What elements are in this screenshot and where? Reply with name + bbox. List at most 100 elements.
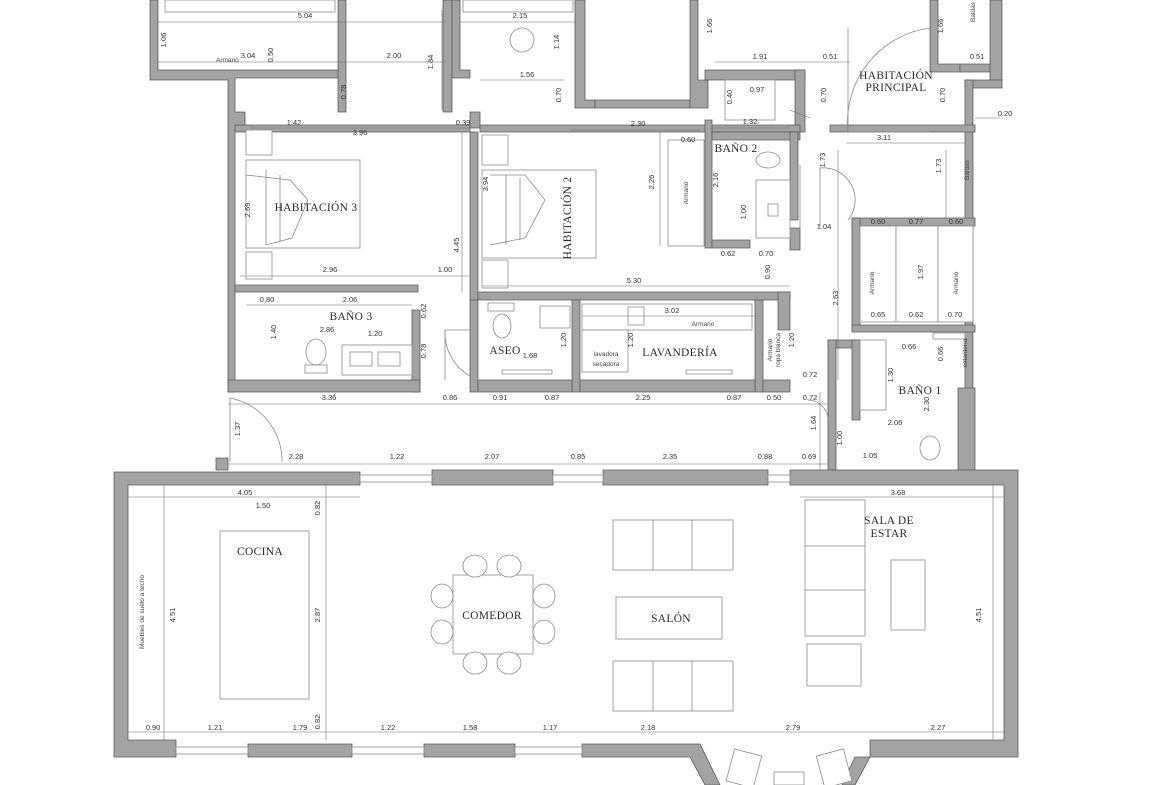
dim-label: 2.26 [647,175,656,190]
dim-label: 3.02 [665,306,680,315]
dim-label: 1.66 [705,19,714,34]
dim-label: 1.97 [916,265,925,280]
dim-label: 2.96 [323,265,338,274]
dim-label: 0.87 [727,393,742,402]
room-principal-label-1: HABITACIÓN [859,68,933,82]
dim-label: 1.20 [626,333,635,348]
estanteria-label: estantería [962,338,969,367]
room-labels: HABITACIÓN PRINCIPAL HABITACIÓN 2 HABITA… [237,68,941,625]
dim-label: 0.66 [936,347,945,362]
dim-label: 3.96 [353,128,368,137]
room-bano1-label: BAÑO 1 [898,383,941,397]
dim-label: 0.72 [803,393,818,402]
dim-label: 1.30 [886,368,895,383]
dim-label: 1.20 [368,329,383,338]
furniture [164,0,974,785]
room-hab2-label: HABITACIÓN 2 [560,177,574,260]
dim-label: 2.06 [888,418,903,427]
dim-label: 0.85 [571,452,586,461]
dim-label: 1.05 [863,451,878,460]
dim-label: 0.86 [443,393,458,402]
dim-label: 0.70 [819,88,828,103]
dim-label: 4.05 [238,488,253,497]
dim-label: 2.07 [485,452,500,461]
dim-label: 0.87 [545,393,560,402]
armario-label-lav: Armario [692,321,715,328]
dim-label: 1.64 [809,416,818,431]
dim-label: 2.63 [831,291,840,306]
muebles-label: Muebles de suelo a techo [139,575,146,649]
dim-label: 2.87 [313,608,322,623]
dim-label: 1.21 [208,723,223,732]
dim-label: 2.27 [931,723,946,732]
dim-label: 0.20 [998,109,1013,118]
armario-label-p2: Armario [953,271,960,294]
dim-label: 1.40 [269,325,278,340]
dim-label: 0.40 [725,90,734,105]
dim-label: 1.50 [256,501,271,510]
dim-label: 0.91 [493,393,508,402]
room-aseo-label: ASEO [489,345,520,357]
dim-label: 3.11 [877,133,891,142]
dim-label: 1.14 [552,35,561,50]
dim-label: 1.79 [293,723,308,732]
dim-label: 4.51 [974,608,983,623]
dim-label: 1.42 [287,118,302,127]
dim-label: 0.77 [909,217,924,226]
room-bano2-label: BAÑO 2 [714,141,757,155]
dim-label: 1.68 [523,351,538,360]
dim-label: 1.17 [543,723,558,732]
dim-label: 3.94 [481,177,490,192]
room-hab3-label: HABITACIÓN 3 [275,200,358,214]
lavadora-label-1: lavadora [594,351,619,358]
dim-label: 1.37 [233,422,242,437]
dim-label: 0.78 [339,85,348,100]
dim-label: 0.66 [902,342,917,351]
dim-label: 0.65 [871,310,886,319]
dim-label: 1.56 [520,70,535,79]
dim-label: 0.39 [456,118,471,127]
dim-label: 2.79 [786,723,801,732]
dim-label: 3.36 [322,393,337,402]
dim-label: 5.04 [298,11,313,20]
dim-label: 1.00 [835,431,844,446]
dim-label: 2.18 [641,723,656,732]
dim-label: 1.00 [438,265,453,274]
armario-ropa-label-2: ropa blanca [775,333,782,367]
walls [113,0,1019,785]
dim-label: 4.45 [452,238,461,253]
baldas-label: Baldas [964,159,971,180]
dim-label: 0.90 [763,265,772,280]
lavadora-label-2: secadora [593,361,620,368]
armario-ropa-label-1: Armario [767,338,774,361]
dim-label: 1.84 [426,55,435,70]
dim-label: 2.06 [343,295,358,304]
dim-label: 0.70 [759,249,774,258]
room-salon-label: SALÓN [651,611,691,625]
room-lavanderia-label: LAVANDERÍA [642,345,718,359]
armario-label-top: Armario [216,57,239,64]
dim-label: 0.62 [419,304,428,319]
dim-label: 1.22 [390,452,405,461]
dim-label: 0.70 [554,88,563,103]
dim-label: 1.04 [817,222,832,231]
dim-label: 1.66 [936,19,945,34]
dim-label: 0.60 [949,217,964,226]
dim-label: 1.32 [743,117,758,126]
dim-label: 1.00 [739,205,748,220]
baldas-label-top: Baldas [970,1,977,22]
dim-label: 2.25 [636,393,651,402]
dim-label: 0.82 [313,715,322,730]
room-comedor-label: COMEDOR [462,610,522,622]
dim-label: 2.86 [320,325,335,334]
room-bano3-label: BAÑO 3 [329,309,372,323]
doors [229,27,931,463]
dim-label: 0.90 [146,723,161,732]
dim-label: 0.62 [909,310,924,319]
dim-label: 0.60 [681,135,696,144]
dim-label: 2.30 [631,119,646,128]
dim-label: 3.04 [241,51,256,60]
dim-label: 0.51 [823,52,838,61]
room-cocina-label: COCINA [237,546,283,558]
